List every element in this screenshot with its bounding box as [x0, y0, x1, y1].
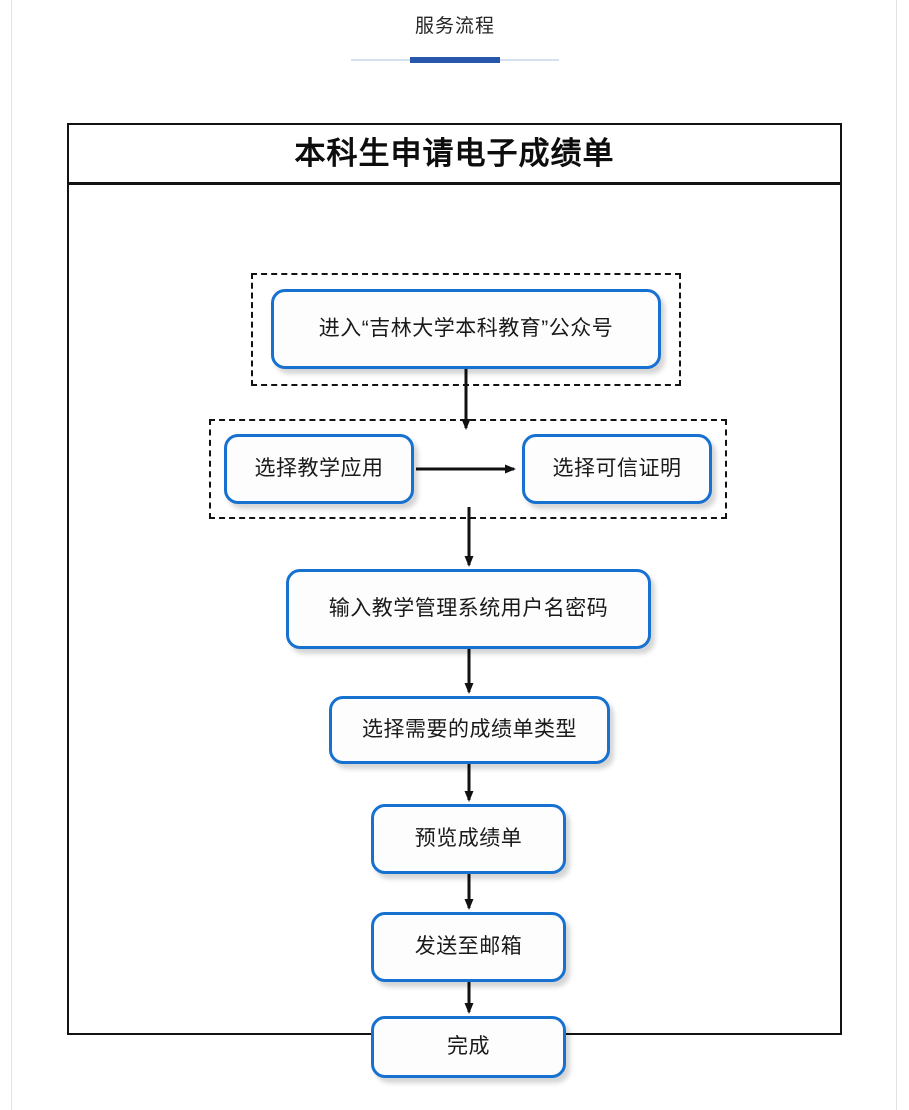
flowchart-frame: 本科生申请电子成绩单 — [67, 123, 842, 1078]
flow-node-label: 选择教学应用 — [254, 457, 384, 480]
page-container: 服务流程 本科生申请电子成绩单 — [11, 0, 897, 1110]
flowchart-title: 本科生申请电子成绩单 — [294, 135, 615, 171]
flow-connectors — [69, 185, 840, 1033]
flow-node-login-credentials[interactable]: 输入教学管理系统用户名密码 — [286, 569, 651, 649]
flow-node-official-account[interactable]: 进入“吉林大学本科教育”公众号 — [271, 289, 661, 369]
divider-accent — [410, 57, 500, 63]
flow-node-finish[interactable]: 完成 — [371, 1016, 566, 1078]
flow-node-trusted-credential[interactable]: 选择可信证明 — [522, 434, 712, 504]
flow-node-label: 输入教学管理系统用户名密码 — [328, 597, 609, 620]
flow-node-teaching-app[interactable]: 选择教学应用 — [224, 434, 414, 504]
flow-node-label: 完成 — [447, 1035, 490, 1058]
flowchart-title-bar: 本科生申请电子成绩单 — [69, 125, 840, 185]
flow-node-label: 进入“吉林大学本科教育”公众号 — [318, 317, 614, 340]
flow-node-label: 选择需要的成绩单类型 — [362, 718, 577, 741]
flow-node-transcript-type[interactable]: 选择需要的成绩单类型 — [329, 696, 610, 764]
flow-node-send-email[interactable]: 发送至邮箱 — [371, 912, 566, 982]
flow-node-label: 预览成绩单 — [414, 827, 523, 850]
flow-node-label: 选择可信证明 — [552, 457, 682, 480]
page-header: 服务流程 — [12, 14, 898, 40]
flowchart-canvas: 进入“吉林大学本科教育”公众号 选择教学应用 选择可信证明 输入教学管理系统用户… — [69, 185, 840, 1078]
page-title: 服务流程 — [414, 16, 495, 37]
flow-node-label: 发送至邮箱 — [414, 935, 523, 958]
flow-node-preview-transcript[interactable]: 预览成绩单 — [371, 804, 566, 874]
header-divider — [12, 57, 898, 63]
